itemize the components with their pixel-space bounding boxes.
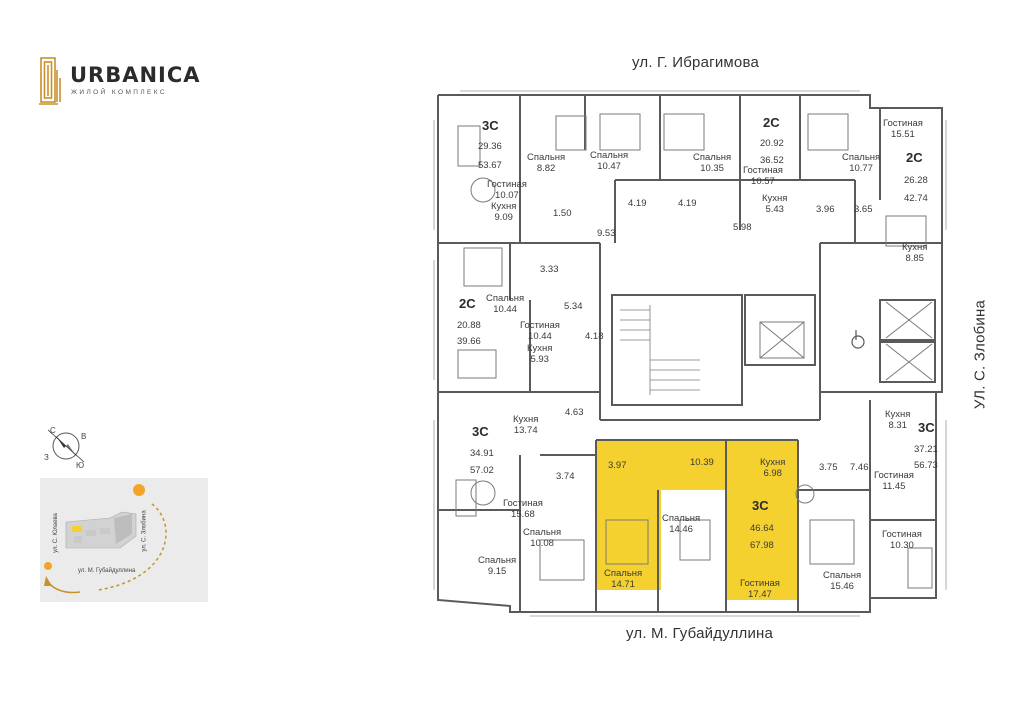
area-value: 4.18 [585, 331, 604, 342]
apartment-areas: 34.91 57.02 [470, 447, 494, 477]
area-value: 3.96 [816, 204, 835, 215]
area-value: 3.65 [854, 204, 873, 215]
apartment-type-highlighted: 3С [752, 498, 769, 513]
area-value: 4.63 [565, 407, 584, 418]
total-area: 39.66 [457, 336, 481, 347]
area-value: 10.39 [690, 457, 714, 468]
area-value: 3.97 [608, 460, 627, 471]
street-bottom: ул. М. Губайдуллина [626, 625, 774, 642]
area-value: 9.53 [597, 228, 616, 239]
total-area: 56.73 [914, 460, 938, 471]
wheelchair-icon [851, 330, 865, 349]
area-value: 3.74 [556, 471, 575, 482]
logo-subtitle: ЖИЛОЙ КОМПЛЕКС [71, 89, 167, 96]
area-value: 5.34 [564, 301, 583, 312]
compass-north: С [50, 426, 56, 435]
minimap-street-bottom: ул. М. Губайдуллина [78, 568, 136, 574]
compass-south: Ю [76, 461, 85, 470]
apartment-areas: 29.36 53.67 [478, 140, 502, 172]
apartment-type: 3С [482, 118, 499, 133]
total-area: 57.02 [470, 465, 494, 476]
apartment-areas: 20.88 39.66 [457, 319, 481, 348]
living-area: 20.88 [457, 320, 481, 331]
total-area: 67.98 [750, 540, 774, 551]
area-value: 3.75 [819, 462, 838, 473]
living-area: 34.91 [470, 448, 494, 459]
living-area: 37.21 [914, 444, 938, 455]
logo: URBANICA ЖИЛОЙ КОМПЛЕКС [38, 56, 200, 106]
apartment-type: 2С [459, 296, 476, 311]
site-minimap: ул. С. Юлаева ул. С. Злобина ул. М. Губа… [40, 478, 208, 602]
area-value: 3.33 [540, 264, 559, 275]
logo-name: URBANICA [70, 63, 201, 87]
area-value: 4.19 [678, 198, 697, 209]
living-area: 46.64 [750, 523, 774, 534]
street-top: ул. Г. Ибрагимова [632, 54, 759, 71]
minimap-drawing [44, 484, 167, 594]
compass: С В Ю З [38, 418, 94, 474]
total-area: 53.67 [478, 160, 502, 171]
total-area: 42.74 [904, 193, 928, 204]
total-area: 36.52 [760, 155, 784, 166]
sun-icon [133, 484, 145, 496]
area-value: 4.19 [628, 198, 647, 209]
highlighted-apartment [596, 440, 798, 600]
compass-west: З [44, 453, 49, 462]
apartment-areas-highlighted: 46.64 67.98 [750, 522, 774, 552]
apartment-type: 3С [472, 424, 489, 439]
area-value: 1.50 [553, 208, 572, 219]
compass-east: В [81, 432, 87, 441]
apartment-areas: 37.21 56.73 [914, 443, 938, 472]
apartment-type: 3С [918, 420, 935, 435]
apartment-type: 2С [763, 115, 780, 130]
living-area: 26.28 [904, 175, 928, 186]
area-value: 7.46 [850, 462, 869, 473]
logo-icon [39, 57, 61, 105]
living-area: 20.92 [760, 138, 784, 149]
compass-icon [47, 429, 85, 463]
apartment-areas: 20.92 36.52 [760, 137, 784, 167]
living-area: 29.36 [478, 141, 502, 152]
apartment-type: 2С [906, 150, 923, 165]
apartment-areas: 26.28 42.74 [904, 174, 928, 205]
area-value: 5.98 [733, 222, 752, 233]
